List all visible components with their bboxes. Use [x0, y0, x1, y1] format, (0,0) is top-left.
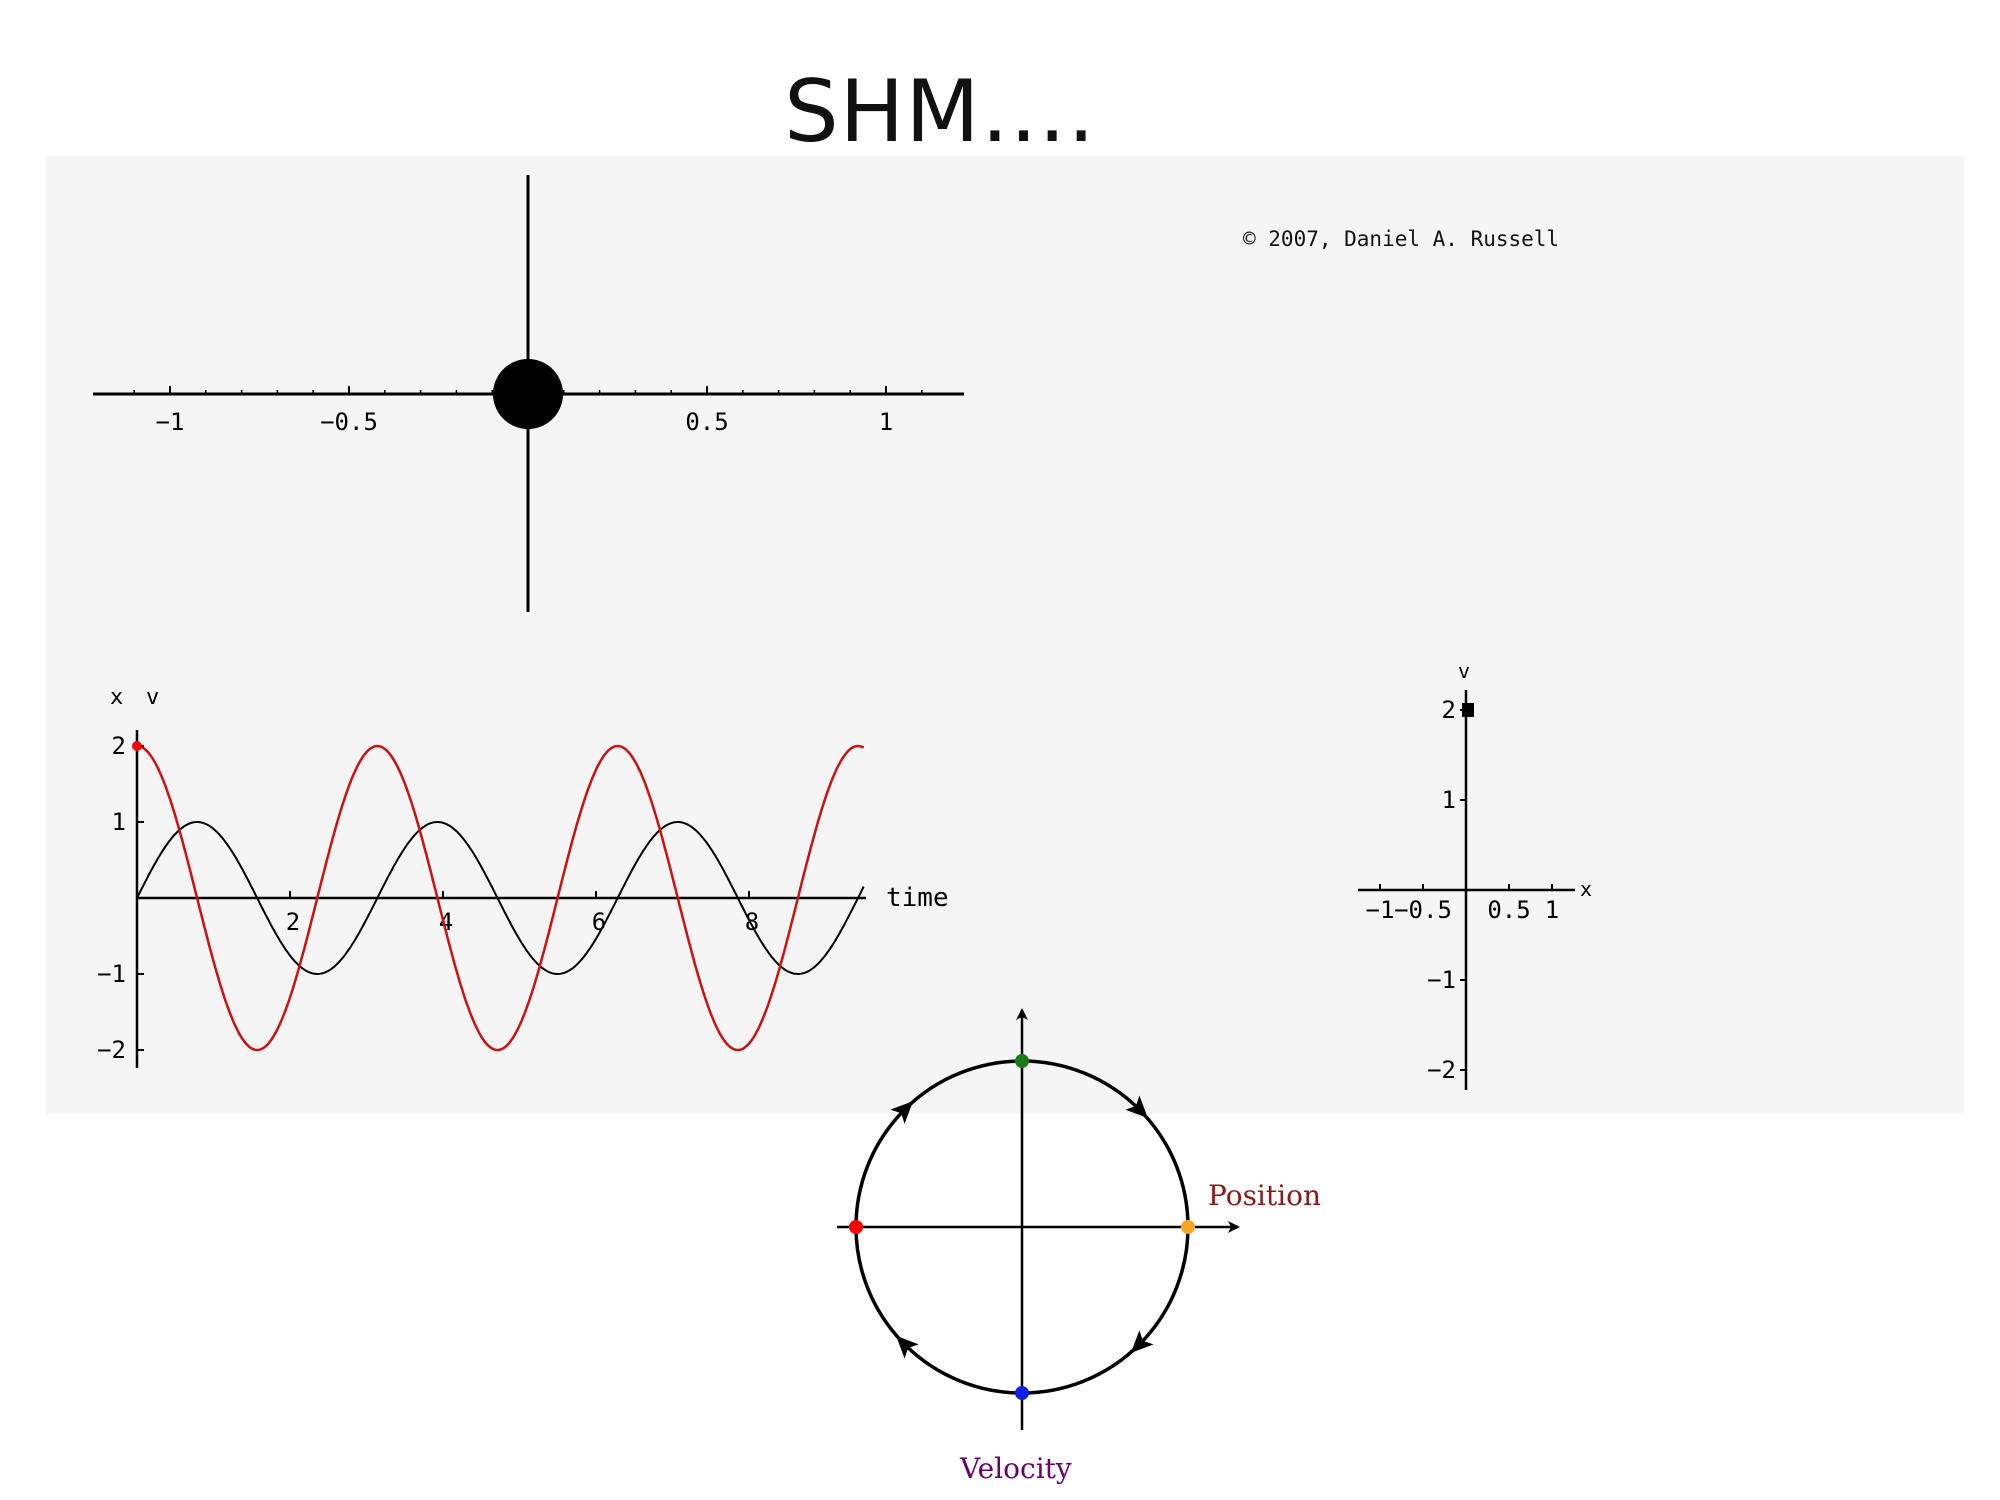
point-top — [1015, 1054, 1029, 1068]
x-tick-label: 1 — [1545, 896, 1559, 924]
y-label-v: v — [146, 685, 159, 710]
y-tick-label: 2 — [1442, 696, 1456, 724]
velocity-label: Velocity — [959, 1452, 1072, 1485]
x-tick-label: 2 — [286, 908, 300, 936]
mass-line-plot: −1 −0.5 0.5 1 — [93, 175, 964, 612]
copyright-text: © 2007, Daniel A. Russell — [1243, 227, 1559, 251]
point-right — [1181, 1220, 1195, 1234]
x-tick-label: 0.5 — [1487, 896, 1530, 924]
x-axis-label: time — [886, 883, 949, 913]
phase-point — [1462, 703, 1474, 717]
y-tick-label: 2 — [112, 732, 126, 760]
point-left — [849, 1220, 863, 1234]
x-tick-label: −0.5 — [1394, 896, 1452, 924]
x-axis-label: x — [1580, 877, 1592, 901]
slide-title: SHM…. — [784, 62, 1096, 162]
series-x-line — [136, 821, 865, 976]
direction-arrowhead — [1125, 1095, 1148, 1119]
x-tick-label: 0.5 — [685, 408, 728, 436]
direction-arrowhead — [890, 1101, 914, 1124]
x-tick-label: 8 — [745, 908, 759, 936]
animation-panel — [46, 156, 1964, 1114]
y-axis-label: v — [1458, 659, 1470, 683]
y-tick-label: −1 — [97, 960, 126, 988]
series-v-line — [136, 744, 865, 1052]
y-tick-label: 1 — [1442, 786, 1456, 814]
y-tick-label: −2 — [1427, 1056, 1456, 1084]
y-tick-label: −2 — [97, 1036, 126, 1064]
x-tick-label: 1 — [879, 408, 893, 436]
current-time-marker — [132, 741, 142, 751]
y-tick-label: −1 — [1427, 966, 1456, 994]
point-bottom — [1015, 1386, 1029, 1400]
oscillating-mass — [493, 359, 563, 429]
x-tick-label: −0.5 — [320, 408, 378, 436]
y-label-x: x — [110, 685, 123, 710]
phase-circle-diagram: Position Velocity — [837, 1008, 1321, 1485]
x-tick-label: −1 — [1366, 896, 1395, 924]
direction-arrowhead — [1130, 1330, 1154, 1353]
direction-arrowhead — [896, 1335, 919, 1359]
x-tick-label: −1 — [156, 408, 185, 436]
position-label: Position — [1208, 1179, 1321, 1212]
y-tick-label: 1 — [112, 808, 126, 836]
